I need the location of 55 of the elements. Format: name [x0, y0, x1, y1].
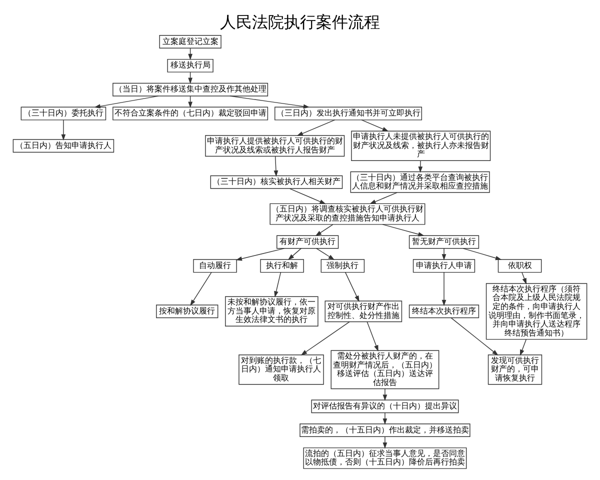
arrow: [382, 388, 388, 401]
node-box: 移送执行局: [167, 58, 214, 72]
node-box: 强制执行: [320, 259, 365, 273]
node-box: 按和解协议履行: [156, 304, 218, 318]
node-box: 申请执行人未提供被执行人可供执行的财产状况及线索，被执行人亦未报告财产: [351, 130, 491, 161]
arrow: [382, 436, 388, 449]
node-box: （三日内）发出执行通知书并可立即执行: [274, 106, 422, 120]
arrow: [316, 248, 335, 260]
node-box: 执行和解: [260, 259, 304, 273]
node-box: 申请执行人申请: [412, 259, 476, 273]
node-box: 需拍卖的，（十五日内）作出裁定，并移送拍卖: [300, 424, 470, 438]
arrow: [370, 192, 398, 204]
arrow: [382, 412, 388, 425]
node-box: 依职权: [498, 259, 542, 273]
arrow: [361, 120, 389, 132]
node-box: 终结本次执行程序: [408, 304, 480, 318]
node-box: 需处分被执行人财产的，在查明财产情况后，（五日内）移送评估（五日内）送达评估报告: [330, 350, 440, 390]
arrow: [382, 224, 424, 236]
node-box: （五日内）将调查核实被执行人可供执行财产状况及采取的查控措施告知申请执行人: [270, 203, 426, 225]
node-box: （三十日内）委托执行: [20, 106, 106, 120]
node-box: （五日内）告知申请执行人: [12, 139, 114, 153]
arrow: [345, 272, 360, 302]
arrow: [442, 248, 446, 260]
node-box: 未按和解协议履行，依一方当事人申请，恢复对原生效法律文书的执行: [225, 296, 318, 327]
node-box: 自动履行: [193, 259, 237, 273]
arrow: [366, 321, 378, 352]
arrow: [462, 248, 502, 260]
node-box: （三十日内）通过各类平台查询被执行人信息和财产情况并采取相应查控措施: [350, 171, 490, 193]
diagram-title: 人民法院执行案件流程: [220, 12, 380, 32]
arrow: [520, 339, 526, 356]
node-box: 有财产可供执行: [276, 235, 339, 249]
node-box: 暂无财产可供执行: [408, 235, 480, 249]
node-box: 申请执行人提供被执行人可供执行的财产状况及线索或被执行人报告财产: [205, 135, 345, 157]
arrow: [522, 272, 527, 284]
node-box: 对可供执行财产作出控制性、处分性措施: [324, 300, 402, 322]
arrow: [315, 224, 334, 236]
node-box: （当日）将案件移送集中查控及作其他处理: [112, 82, 268, 96]
node-box: 对到账的执行款，（七日内）通知申请执行人领取: [238, 354, 324, 385]
node-box: 流拍的（五日内）征求当事人意见，是否同意以物抵债，否则（十五日内）降价后再行拍卖: [303, 447, 467, 469]
arrow: [274, 156, 278, 177]
node-box: 终结本次执行程序（须符合本院及上级人民法院规定的条件，向申请执行人说明理由，制作书面笔录，并向申请执行人送达程序终结预告通知书）: [486, 283, 588, 340]
arrow: [274, 272, 282, 298]
arrow: [190, 272, 212, 306]
node-box: 对评估报告有异议的（十日内）提出异议: [311, 400, 459, 414]
arrow: [61, 120, 66, 141]
arrow: [288, 248, 302, 260]
arrow: [450, 317, 498, 356]
arrow: [418, 160, 423, 173]
node-box: （三十日内）核实被执行人相关财产: [210, 175, 343, 189]
node-box: 立案庭登记立案: [159, 35, 222, 48]
node-box: 发现可供执行财产的，可申请恢复执行: [488, 354, 542, 385]
arrow: [300, 321, 350, 356]
node-box: 不符合立案条件的（七日内）裁定驳回申请: [112, 106, 268, 120]
arrow: [236, 248, 285, 261]
arrow: [442, 272, 446, 306]
